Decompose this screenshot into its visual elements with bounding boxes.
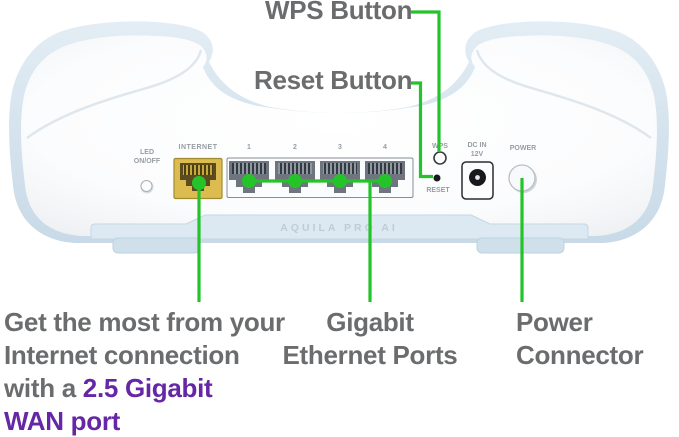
reset-callout-label: Reset Button (254, 65, 413, 95)
wan-highlight-2: WAN port (4, 406, 121, 436)
port4-label: 4 (383, 144, 387, 151)
wan-port-dot (192, 176, 206, 190)
port3-dot (333, 174, 347, 188)
dc-power-jack (461, 161, 494, 200)
base-band: AQUILA PRO AI (90, 214, 589, 254)
led-onoff-button (140, 180, 154, 194)
dc-label-line2: 12V (471, 151, 484, 158)
reset-leader-line (411, 81, 433, 179)
internet-label: INTERNET (179, 144, 218, 151)
led-label-line1: LED (140, 149, 154, 156)
dc-label-line1: DC IN (467, 142, 486, 149)
ethernet-callout-line2: Ethernet Ports (282, 340, 458, 370)
wan-callout-label: Get the most from your Internet connecti… (4, 306, 285, 437)
port1-dot (242, 174, 256, 188)
port-indicator-dots (192, 174, 392, 190)
port2-label: 2 (293, 144, 297, 151)
wan-highlight-1: 2.5 Gigabit (82, 373, 213, 403)
wan-callout-line3: with a 2.5 Gigabit (4, 373, 213, 403)
power-callout-label: Power Connector (516, 306, 644, 372)
port3-label: 3 (338, 144, 342, 151)
wps-leader-line (411, 10, 441, 152)
right-wing-seam (475, 49, 652, 140)
left-wing-seam (26, 49, 203, 140)
router-shell (9, 21, 669, 243)
led-label-line2: ON/OFF (134, 158, 161, 165)
wps-button (433, 151, 447, 165)
reset-label: RESET (426, 187, 450, 194)
port1-label: 1 (247, 144, 251, 151)
power-callout-line2: Connector (516, 340, 644, 370)
reset-pinhole (433, 174, 441, 182)
port2-dot (288, 174, 302, 188)
wan-callout-line4: WAN port (4, 405, 285, 437)
port4-dot (378, 174, 392, 188)
wps-callout-label: WPS Button (265, 0, 413, 25)
wan-callout-line2: Internet connection (4, 340, 240, 370)
ethernet-callout-line1: Gigabit (326, 307, 414, 337)
wan-callout-line1: Get the most from your (4, 307, 285, 337)
callout-lines (197, 10, 524, 302)
power-callout-line1: Power (516, 307, 593, 337)
ethernet-callout-label: Gigabit Ethernet Ports (280, 306, 460, 372)
power-label: POWER (510, 145, 536, 152)
left-foot (112, 237, 201, 254)
brand-text: AQUILA PRO AI (280, 222, 398, 234)
